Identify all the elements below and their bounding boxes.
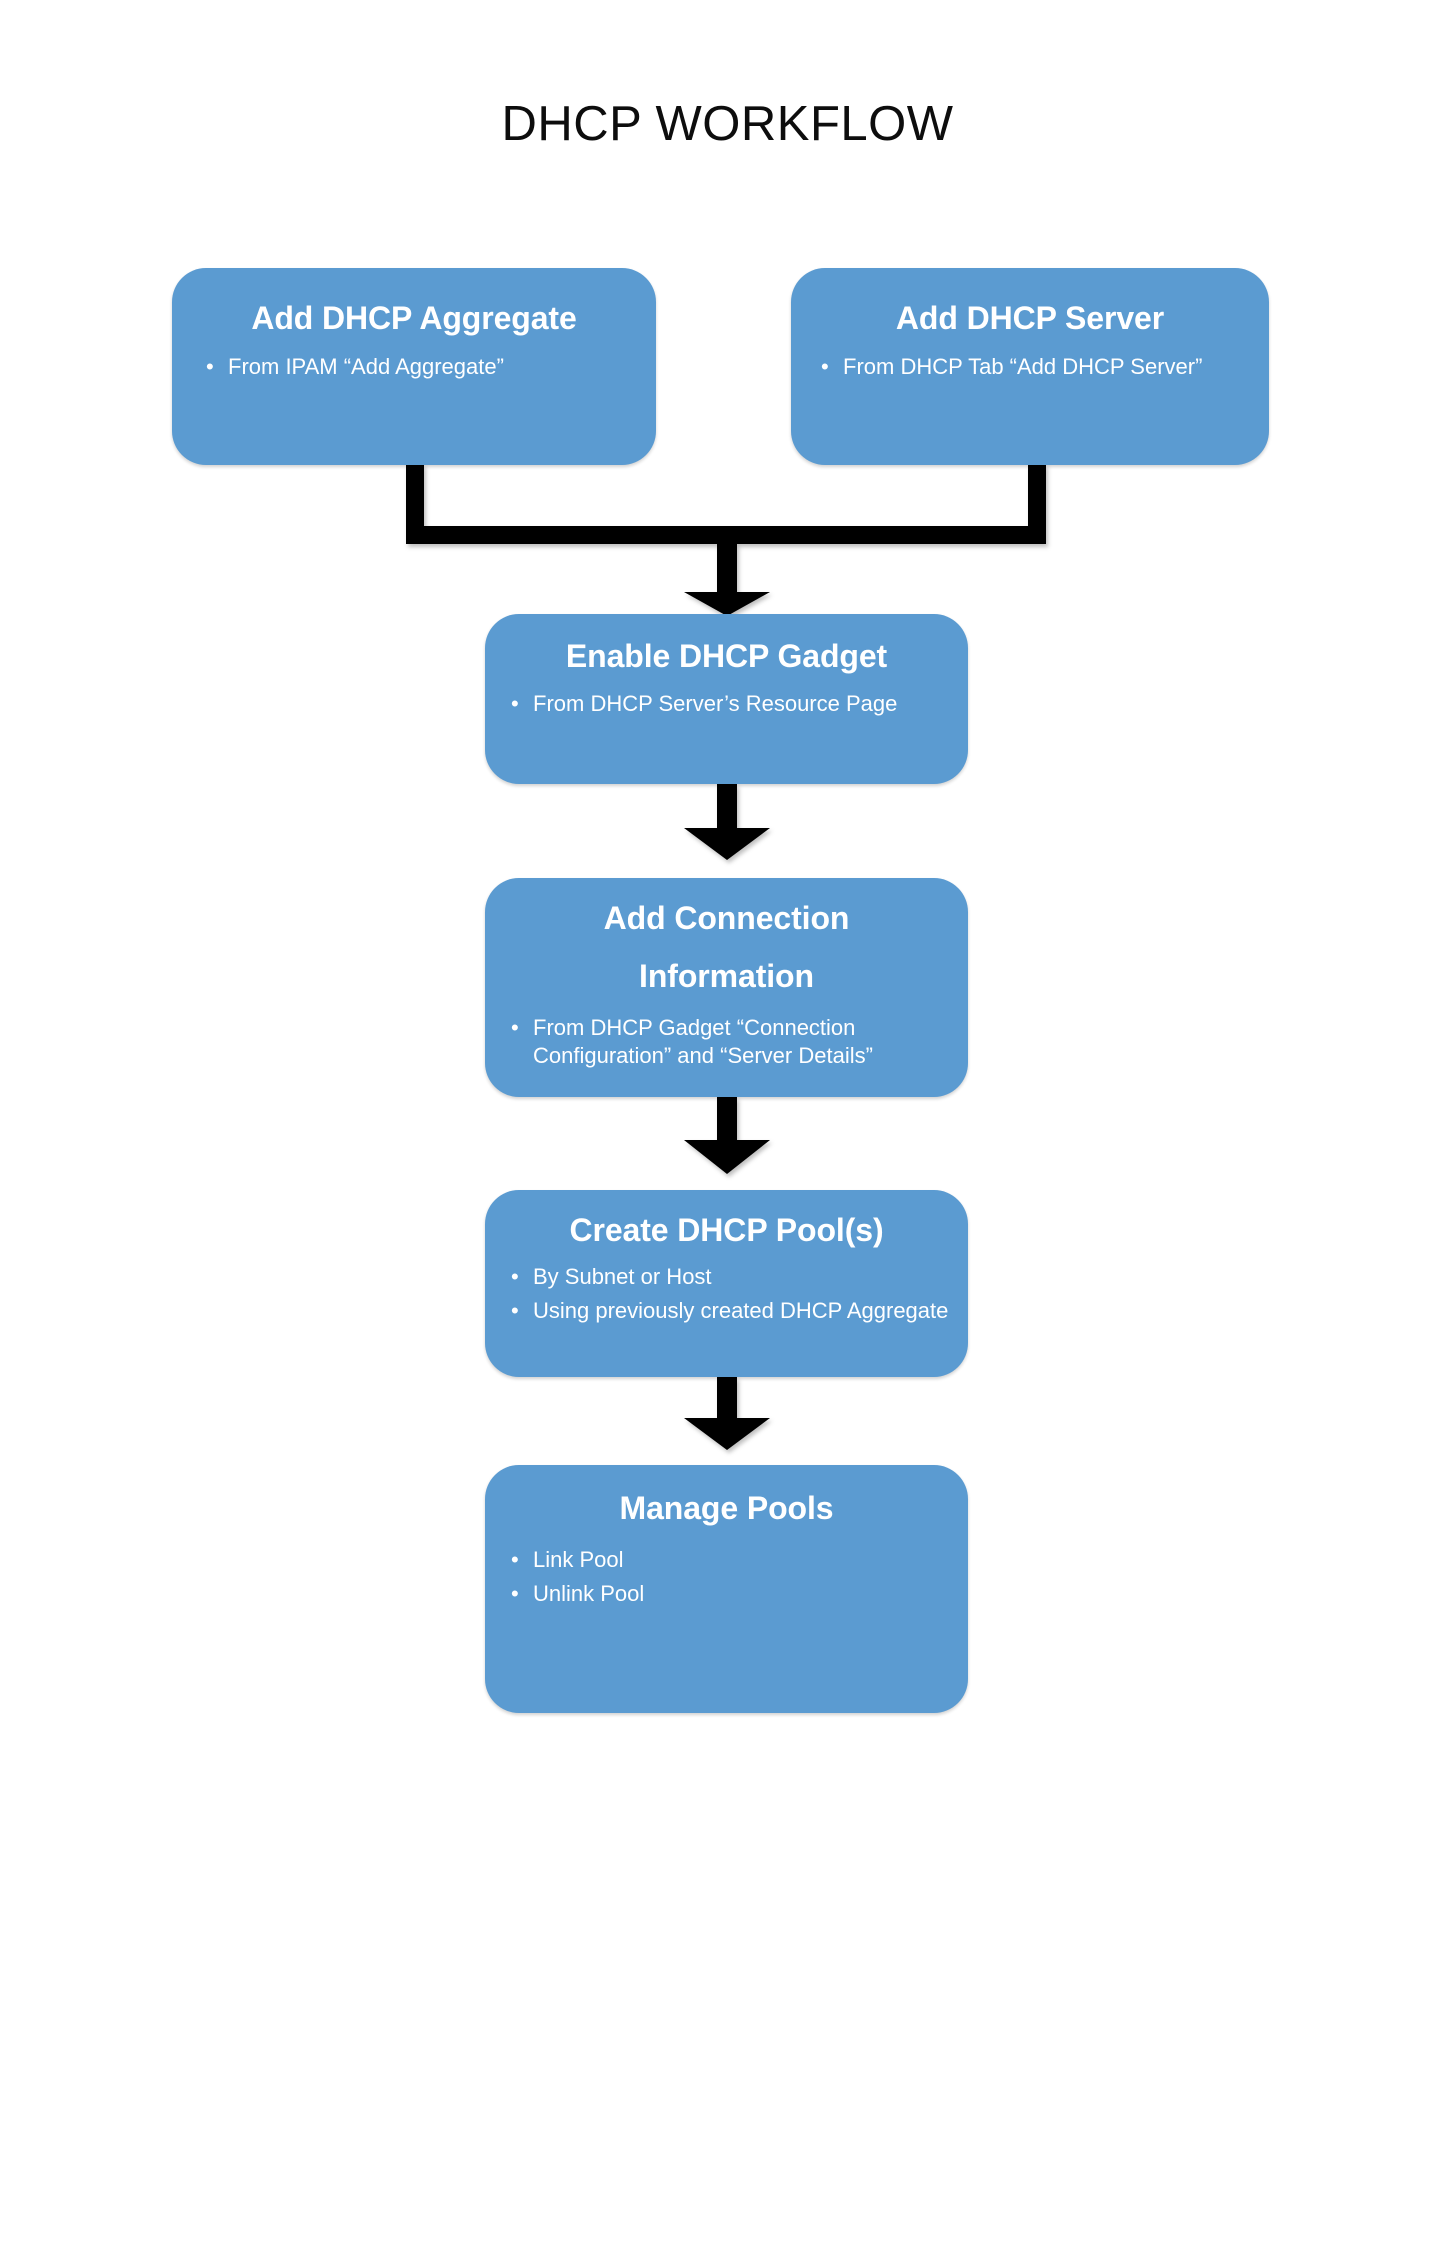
- node-bullet-list: • By Subnet or Host • Using previously c…: [485, 1263, 968, 1324]
- bullet-text: From DHCP Server’s Resource Page: [533, 691, 898, 717]
- bullet-text: From IPAM “Add Aggregate”: [228, 354, 504, 380]
- list-item: • Link Pool: [507, 1546, 968, 1574]
- node-title-add-dhcp-server: Add DHCP Server: [895, 300, 1165, 336]
- node-title-add-connection-information-line1: Add Connection: [603, 900, 850, 936]
- list-item: • By Subnet or Host: [507, 1263, 968, 1291]
- node-manage-pools[interactable]: Manage Pools • Link Pool • Unlink Pool: [485, 1465, 968, 1713]
- bullet-icon: •: [511, 1264, 519, 1290]
- list-item: • Using previously created DHCP Aggregat…: [507, 1297, 968, 1325]
- bullet-icon: •: [511, 1547, 519, 1573]
- arrow-gadget-to-connection: [684, 784, 770, 860]
- page-title: DHCP WORKFLOW: [501, 97, 954, 151]
- list-item: • From IPAM “Add Aggregate”: [202, 353, 656, 381]
- node-bullet-list: • Link Pool • Unlink Pool: [485, 1546, 968, 1607]
- bullet-icon: •: [821, 354, 829, 380]
- list-item: • From DHCP Gadget “Connection Configura…: [507, 1014, 968, 1069]
- node-create-dhcp-pools[interactable]: Create DHCP Pool(s) • By Subnet or Host …: [485, 1190, 968, 1377]
- bullet-icon: •: [511, 691, 519, 717]
- list-item: • From DHCP Tab “Add DHCP Server”: [817, 353, 1269, 381]
- list-item: • Unlink Pool: [507, 1580, 968, 1608]
- arrow-pools-to-manage: [684, 1377, 770, 1450]
- bullet-text: Link Pool: [533, 1547, 624, 1573]
- merge-connector-top: [406, 464, 1046, 616]
- bullet-text: From DHCP Tab “Add DHCP Server”: [843, 354, 1203, 380]
- bullet-icon: •: [511, 1014, 519, 1040]
- node-bullet-list: • From DHCP Server’s Resource Page: [485, 690, 968, 718]
- node-title-manage-pools: Manage Pools: [619, 1490, 834, 1526]
- bullet-text: Using previously created DHCP Aggregate: [533, 1298, 949, 1324]
- node-title-enable-dhcp-gadget: Enable DHCP Gadget: [565, 638, 888, 674]
- bullet-icon: •: [511, 1581, 519, 1607]
- node-title-add-dhcp-aggregate: Add DHCP Aggregate: [251, 300, 577, 336]
- node-title-add-connection-information-line2: Information: [639, 958, 814, 995]
- bullet-text: Unlink Pool: [533, 1581, 645, 1607]
- list-item: • From DHCP Server’s Resource Page: [507, 690, 968, 718]
- node-title-create-dhcp-pools: Create DHCP Pool(s): [569, 1212, 884, 1248]
- node-enable-dhcp-gadget[interactable]: Enable DHCP Gadget • From DHCP Server’s …: [485, 614, 968, 784]
- node-bullet-list: • From DHCP Gadget “Connection Configura…: [485, 1014, 968, 1069]
- node-add-connection-information[interactable]: Add Connection Information • From DHCP G…: [485, 878, 968, 1097]
- node-add-dhcp-aggregate[interactable]: Add DHCP Aggregate • From IPAM “Add Aggr…: [172, 268, 656, 465]
- arrow-connection-to-pools: [684, 1097, 770, 1174]
- bullet-icon: •: [206, 354, 214, 380]
- node-bullet-list: • From DHCP Tab “Add DHCP Server”: [791, 353, 1269, 381]
- node-bullet-list: • From IPAM “Add Aggregate”: [172, 353, 656, 381]
- bullet-icon: •: [511, 1298, 519, 1324]
- node-add-dhcp-server[interactable]: Add DHCP Server • From DHCP Tab “Add DHC…: [791, 268, 1269, 465]
- bullet-text: By Subnet or Host: [533, 1264, 712, 1290]
- bullet-text: From DHCP Gadget “Connection Configurati…: [533, 1014, 873, 1068]
